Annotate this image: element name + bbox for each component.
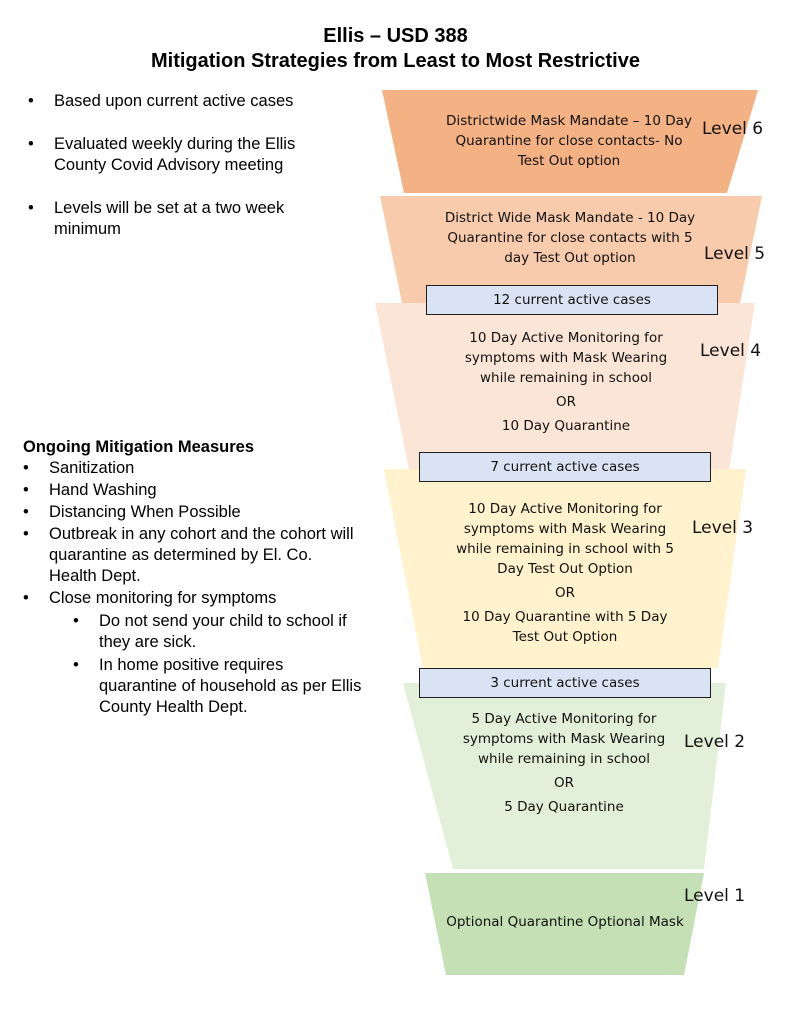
- ongoing-item: Distancing When Possible: [23, 502, 363, 523]
- level4-text-a: 10 Day Active Monitoring for symptoms wi…: [464, 330, 668, 386]
- level5-shape: [380, 196, 762, 303]
- ongoing-heading: Ongoing Mitigation Measures: [23, 438, 255, 456]
- ongoing-item: Outbreak in any cohort and the cohort wi…: [23, 524, 363, 587]
- ongoing-item: Hand Washing: [23, 480, 363, 501]
- intro-bullet: Levels will be set at a two week minimum: [28, 198, 328, 240]
- intro-bullet-list: Based upon current active cases Evaluate…: [28, 91, 328, 262]
- level4-text: 10 Day Active Monitoring for symptoms wi…: [446, 328, 686, 436]
- level2-text: 5 Day Active Monitoring for symptoms wit…: [456, 709, 672, 817]
- level3-label: Level 3: [692, 518, 754, 538]
- ongoing-sub-list: Do not send your child to school if they…: [49, 611, 363, 718]
- level3-text: 10 Day Active Monitoring for symptoms wi…: [448, 499, 682, 647]
- level4-or: OR: [555, 394, 576, 410]
- level5-text: District Wide Mask Mandate - 10 Day Quar…: [444, 210, 696, 266]
- level6-shape: [382, 90, 758, 193]
- level3-shape: [384, 469, 746, 668]
- level1-text: Optional Quarantine Optional Mask: [446, 914, 684, 930]
- level3-text-a: 10 Day Active Monitoring for symptoms wi…: [456, 501, 674, 577]
- ongoing-sub-item: Do not send your child to school if they…: [49, 611, 363, 653]
- level5-label: Level 5: [704, 244, 766, 264]
- page-title: Ellis – USD 388: [323, 25, 468, 47]
- level3-text-b: 10 Day Quarantine with 5 Day Test Out Op…: [462, 609, 668, 645]
- level6-text: Districtwide Mask Mandate – 10 Day Quara…: [446, 113, 692, 169]
- intro-bullet: Evaluated weekly during the Ellis County…: [28, 134, 328, 176]
- level2-label: Level 2: [684, 732, 746, 752]
- level3-or: OR: [554, 585, 575, 601]
- intro-bullet: Based upon current active cases: [28, 91, 328, 112]
- level4-label: Level 4: [700, 341, 762, 361]
- level2-text-a: 5 Day Active Monitoring for symptoms wit…: [462, 711, 666, 767]
- ongoing-item-monitoring: Close monitoring for symptoms Do not sen…: [23, 588, 363, 718]
- level2-shape: [403, 683, 726, 869]
- threshold-7-box: 7 current active cases: [419, 452, 711, 482]
- ongoing-item-label: Close monitoring for symptoms: [49, 589, 277, 607]
- ongoing-sub-item: In home positive requires quarantine of …: [49, 655, 363, 718]
- level1-shape: [425, 873, 704, 975]
- level6-label: Level 6: [702, 119, 764, 139]
- level2-text-b: 5 Day Quarantine: [504, 799, 624, 815]
- threshold-12-box: 12 current active cases: [426, 285, 718, 315]
- level4-shape: [375, 303, 755, 469]
- ongoing-list: Sanitization Hand Washing Distancing Whe…: [23, 458, 363, 719]
- ongoing-item: Sanitization: [23, 458, 363, 479]
- level1-label: Level 1: [684, 886, 746, 906]
- level2-or: OR: [553, 775, 574, 791]
- page-subtitle: Mitigation Strategies from Least to Most…: [151, 50, 640, 72]
- threshold-3-box: 3 current active cases: [419, 668, 711, 698]
- level4-text-b: 10 Day Quarantine: [501, 418, 631, 434]
